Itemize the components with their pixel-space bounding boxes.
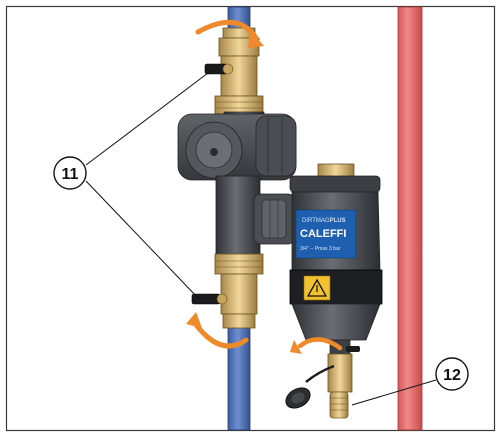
brand-label: CALEFFI bbox=[300, 228, 346, 240]
leader-line-11-upper bbox=[85, 69, 213, 166]
dirt-separator: DIRTMAGPLUS CALEFFI 3/4" -- Pmax 3 bar bbox=[285, 163, 383, 419]
callout-12: 12 bbox=[435, 357, 469, 391]
red-pipe bbox=[397, 6, 423, 431]
rotate-arrow-icon bbox=[186, 312, 202, 328]
rotate-arrow-icon bbox=[191, 319, 249, 349]
leader-line-11-lower bbox=[85, 180, 199, 299]
model-label: DIRTMAGPLUS bbox=[302, 218, 346, 224]
spec-label: 3/4" -- Pmax 3 bar bbox=[300, 246, 341, 252]
rotate-arrow-icon bbox=[297, 337, 343, 351]
circulator-body bbox=[177, 111, 297, 257]
warning-triangle-icon bbox=[306, 278, 328, 297]
lower-valve-handle bbox=[191, 293, 228, 305]
callout-11-label: 11 bbox=[62, 166, 79, 183]
leader-line-12 bbox=[351, 379, 437, 406]
callout-12-label: 12 bbox=[443, 367, 461, 384]
rotate-arrow-icon bbox=[248, 30, 264, 48]
frame-border bbox=[5, 5, 496, 432]
lower-valve-fitting bbox=[214, 253, 264, 329]
rotate-arrow-icon bbox=[290, 340, 302, 354]
callout-11: 11 bbox=[53, 156, 87, 190]
